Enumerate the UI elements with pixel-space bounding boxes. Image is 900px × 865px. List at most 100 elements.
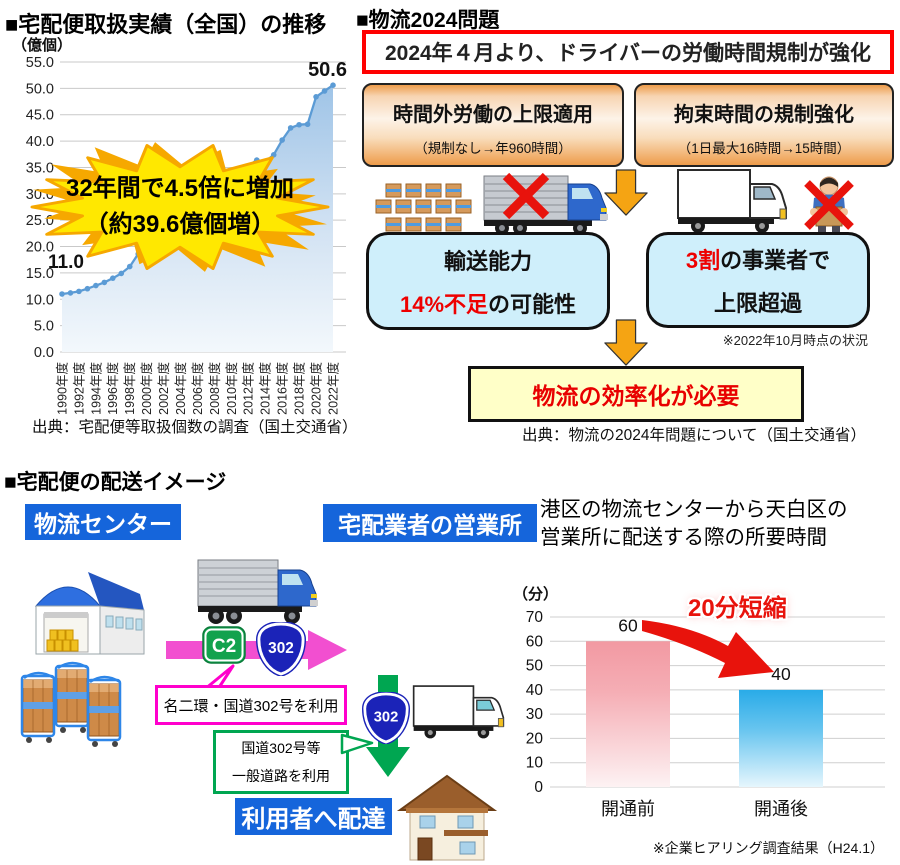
effect-operators-line1: 3割の事業者で	[686, 243, 830, 275]
down-arrow-icon	[604, 169, 648, 216]
svg-text:2004年度: 2004年度	[173, 362, 188, 415]
starburst-callout: 32年間で4.5倍に増加 （約39.6億個増）	[30, 140, 330, 274]
svg-text:11.0: 11.0	[48, 252, 84, 273]
conclusion-box: 物流の効率化が必要	[468, 366, 804, 422]
parcel-pile-icon	[375, 183, 472, 232]
svg-text:50.6: 50.6	[308, 59, 347, 81]
svg-text:開通後: 開通後	[754, 799, 808, 819]
svg-text:40: 40	[526, 682, 544, 699]
left-chart-unit-label: （億個）	[12, 37, 73, 54]
route-302-shield: 302	[256, 622, 306, 676]
cause-box-overtime-sub: （規制なし→年960時間）	[414, 141, 572, 156]
effect-capacity-rest: の可能性	[488, 291, 577, 317]
effect-operators-rest: の事業者で	[720, 247, 831, 273]
problem-headline: 2024年４月より、ドライバーの労働時間規制が強化	[384, 42, 872, 65]
red-swoosh-arrow-icon	[642, 620, 774, 678]
green-route-bubble-line1: 国道302号等	[241, 740, 321, 756]
logistics-center-label: 物流センター	[25, 504, 181, 540]
large-truck-icon	[197, 559, 318, 624]
green-bubble-pointer	[340, 733, 374, 755]
house-icon	[396, 774, 498, 861]
svg-text:1996年度: 1996年度	[105, 362, 120, 415]
route-302-shield: 302	[362, 692, 410, 744]
bar-chart-caption-line2: 営業所に配送する際の所要時間	[540, 526, 827, 550]
problem-title: ■物流2024問題	[356, 9, 500, 32]
svg-text:0: 0	[534, 779, 543, 796]
crossed-worker-icon	[804, 176, 854, 235]
svg-text:2008年度: 2008年度	[207, 362, 222, 415]
svg-text:20: 20	[526, 730, 544, 747]
carrier-office-label: 宅配業者の営業所	[323, 504, 537, 542]
svg-text:2006年度: 2006年度	[190, 362, 205, 415]
callout-line1: 32年間で4.5倍に増加	[65, 175, 295, 202]
delivery-title: ■宅配便の配送イメージ	[4, 471, 227, 494]
bar-chart-caption-line1: 港区の物流センターから天白区の	[540, 498, 848, 521]
svg-text:40.0: 40.0	[26, 134, 54, 150]
svg-text:2014年度: 2014年度	[258, 362, 273, 415]
cause-box-overtime: 時間外労働の上限適用 （規制なし→年960時間）	[362, 83, 624, 167]
svg-text:2018年度: 2018年度	[292, 362, 307, 415]
problem-headline-box: 2024年４月より、ドライバーの労働時間規制が強化	[362, 30, 894, 74]
svg-text:2012年度: 2012年度	[241, 362, 256, 415]
svg-text:1998年度: 1998年度	[122, 362, 137, 415]
svg-text:55.0: 55.0	[26, 55, 54, 71]
svg-text:25.0: 25.0	[26, 213, 54, 229]
svg-text:開通前: 開通前	[601, 799, 655, 819]
green-route-bubble: 国道302号等 一般道路を利用	[213, 730, 349, 794]
svg-text:60: 60	[618, 615, 638, 635]
effect-operators-box: 3割の事業者で 上限超過	[646, 232, 870, 328]
svg-text:50.0: 50.0	[26, 81, 54, 97]
svg-text:2022年度: 2022年度	[325, 362, 340, 415]
svg-text:2010年度: 2010年度	[224, 362, 239, 415]
effect-capacity-line2: 14%不足の可能性	[400, 287, 576, 319]
carrier-office-text: 宅配業者の営業所	[338, 512, 522, 538]
svg-text:0.0: 0.0	[34, 345, 54, 361]
cage	[20, 661, 122, 747]
callout-line2: （約39.6億個増）	[84, 211, 276, 238]
left-chart-title: ■宅配便取扱実績（全国）の推移	[5, 12, 327, 37]
down-arrow-icon	[604, 319, 648, 366]
effect-operators-line2: 上限超過	[713, 290, 802, 316]
effect-operators-red: 3割	[685, 247, 721, 273]
pink-route-bubble: 名二環・国道302号を利用	[155, 685, 347, 725]
starburst-callout-text: 32年間で4.5倍に増加 （約39.6億個増）	[30, 140, 330, 274]
green-route-bubble-line2: 一般道路を利用	[232, 768, 330, 784]
small-truck-icon	[412, 685, 505, 739]
effect-capacity-line1: 輸送能力	[443, 248, 532, 274]
logistics-center-text: 物流センター	[34, 511, 172, 537]
svg-text:50: 50	[526, 658, 544, 675]
svg-text:70: 70	[526, 609, 544, 626]
svg-text:35.0: 35.0	[26, 160, 54, 176]
cause-box-restraint: 拘束時間の規制強化 （1日最大16時間→15時間）	[634, 83, 894, 167]
svg-text:10.0: 10.0	[26, 292, 54, 308]
time-saved-annotation: 20分短縮	[688, 595, 787, 622]
svg-text:60: 60	[526, 633, 544, 650]
svg-text:2000年度: 2000年度	[139, 362, 154, 415]
deliver-to-user-label: 利用者へ配達	[235, 798, 392, 835]
svg-text:45.0: 45.0	[26, 108, 54, 124]
problem-note: ※2022年10月時点の状況	[722, 333, 868, 348]
cause-box-overtime-title: 時間外労働の上限適用	[393, 104, 593, 126]
warehouse-icon	[34, 572, 145, 655]
bar-chart-caption: 港区の物流センターから天白区の 営業所に配送する際の所要時間	[540, 496, 870, 553]
svg-text:10: 10	[526, 755, 544, 772]
svg-text:1992年度: 1992年度	[71, 362, 86, 415]
conclusion-text: 物流の効率化が必要	[532, 383, 740, 409]
route-302-text: 302	[374, 710, 399, 726]
red-cross-icon	[502, 172, 550, 220]
roll-cage-boxes-icon	[20, 661, 122, 747]
white-truck-icon	[677, 169, 787, 233]
problem-source: 出典：物流の2024年問題について（国土交通省）	[521, 427, 866, 444]
svg-text:40: 40	[771, 664, 791, 684]
route-302-text: 302	[268, 640, 294, 657]
cause-box-restraint-title: 拘束時間の規制強化	[674, 104, 854, 126]
pink-route-bubble-text: 名二環・国道302号を利用	[163, 697, 339, 715]
svg-text:1994年度: 1994年度	[88, 362, 103, 415]
c2-expressway-badge: C2	[202, 626, 246, 664]
svg-text:2002年度: 2002年度	[156, 362, 171, 415]
effect-capacity-red: 14%不足	[399, 291, 489, 317]
svg-text:2020年度: 2020年度	[308, 362, 323, 415]
svg-text:1990年度: 1990年度	[54, 362, 69, 415]
svg-text:30: 30	[526, 706, 544, 723]
